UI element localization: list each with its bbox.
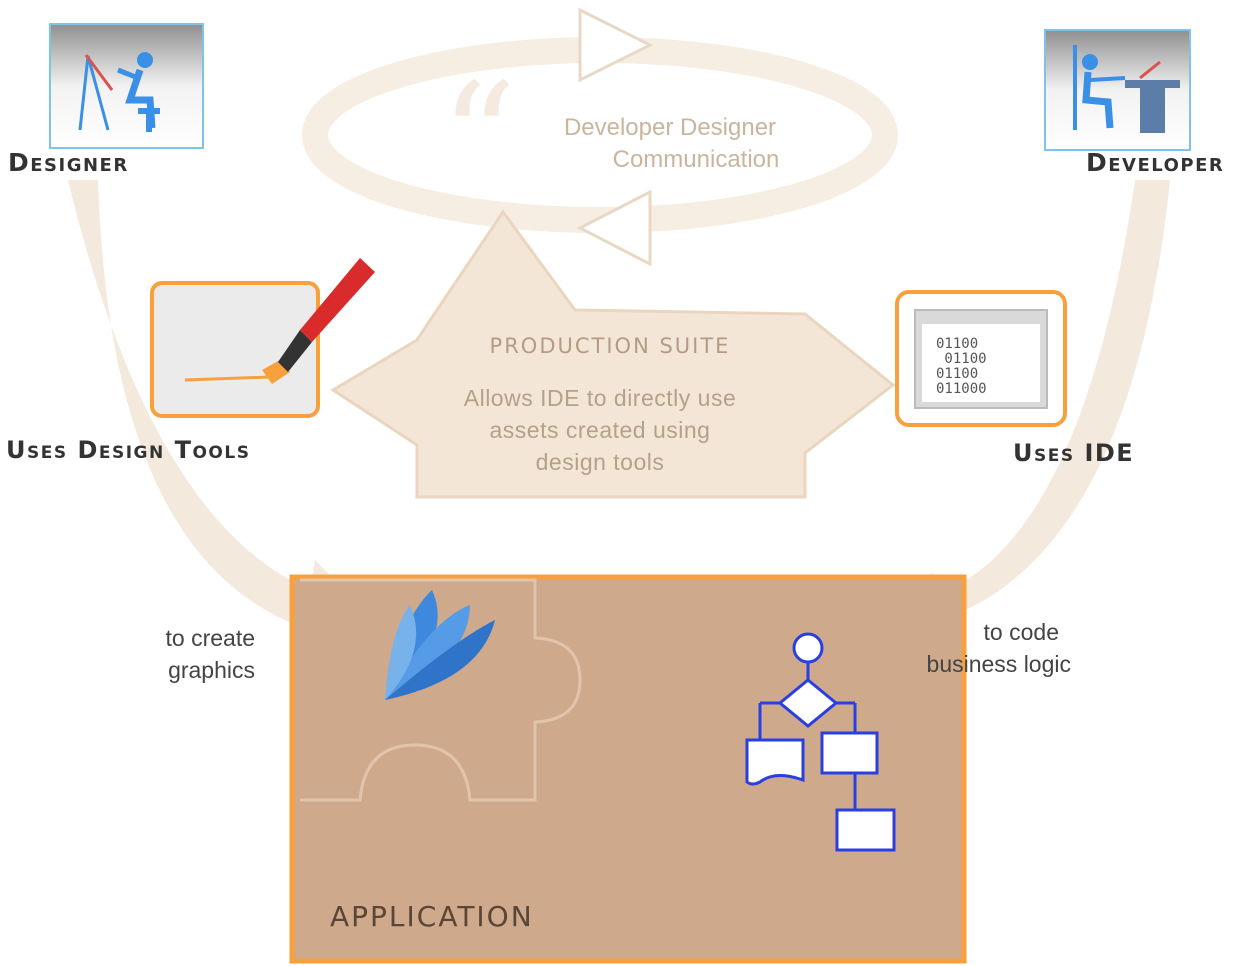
- developer-flow-arrow: [860, 180, 1170, 650]
- ide-code-line: 01100: [936, 351, 987, 367]
- ide-code-line: 011000: [936, 381, 987, 397]
- design-tools-label: Uses Design Tools: [6, 436, 251, 464]
- loop-arrow-left-icon: [576, 189, 652, 267]
- designer-action-label: to create graphics: [145, 622, 256, 686]
- paint-brush-icon: [184, 258, 375, 384]
- suite-line2: assets created using: [489, 417, 711, 443]
- puzzle-piece-outline: [300, 578, 582, 802]
- designer-action-line1: to create: [165, 625, 256, 651]
- production-suite-title: PRODUCTION SUITE: [489, 334, 731, 358]
- developer-action-line2: business logic: [926, 651, 1071, 677]
- application-label: APPLICATION: [330, 900, 534, 933]
- communication-line2: Communication: [612, 146, 780, 173]
- ide-code-line: 01100: [936, 336, 979, 352]
- developer-label: Developer: [1086, 148, 1225, 177]
- ide-code: 01100 01100 01100 011000: [936, 337, 987, 397]
- quote-mark-icon: “: [440, 52, 517, 226]
- communication-label: Developer Designer Communication: [530, 112, 810, 176]
- ide-code-line: 01100: [936, 366, 979, 382]
- loop-arrow-right-icon: [578, 7, 654, 83]
- production-suite-description: Allows IDE to directly use assets create…: [420, 382, 780, 478]
- communication-line1: Developer Designer: [563, 114, 777, 141]
- ide-label: Uses IDE: [1013, 439, 1135, 467]
- flowchart-icon: [745, 632, 896, 852]
- design-tools-box: [150, 281, 320, 418]
- designer-label: Designer: [8, 148, 129, 177]
- developer-action-line1: to code: [983, 619, 1059, 645]
- production-suite-shape: [330, 209, 896, 499]
- designer-action-line2: graphics: [168, 657, 255, 683]
- suite-line1: Allows IDE to directly use: [463, 385, 737, 411]
- petal-graphic-icon: [385, 590, 495, 700]
- suite-line3: design tools: [535, 449, 665, 475]
- developer-portrait: [1044, 29, 1191, 151]
- developer-action-label: to code business logic: [896, 616, 1071, 680]
- designer-portrait: [49, 23, 204, 149]
